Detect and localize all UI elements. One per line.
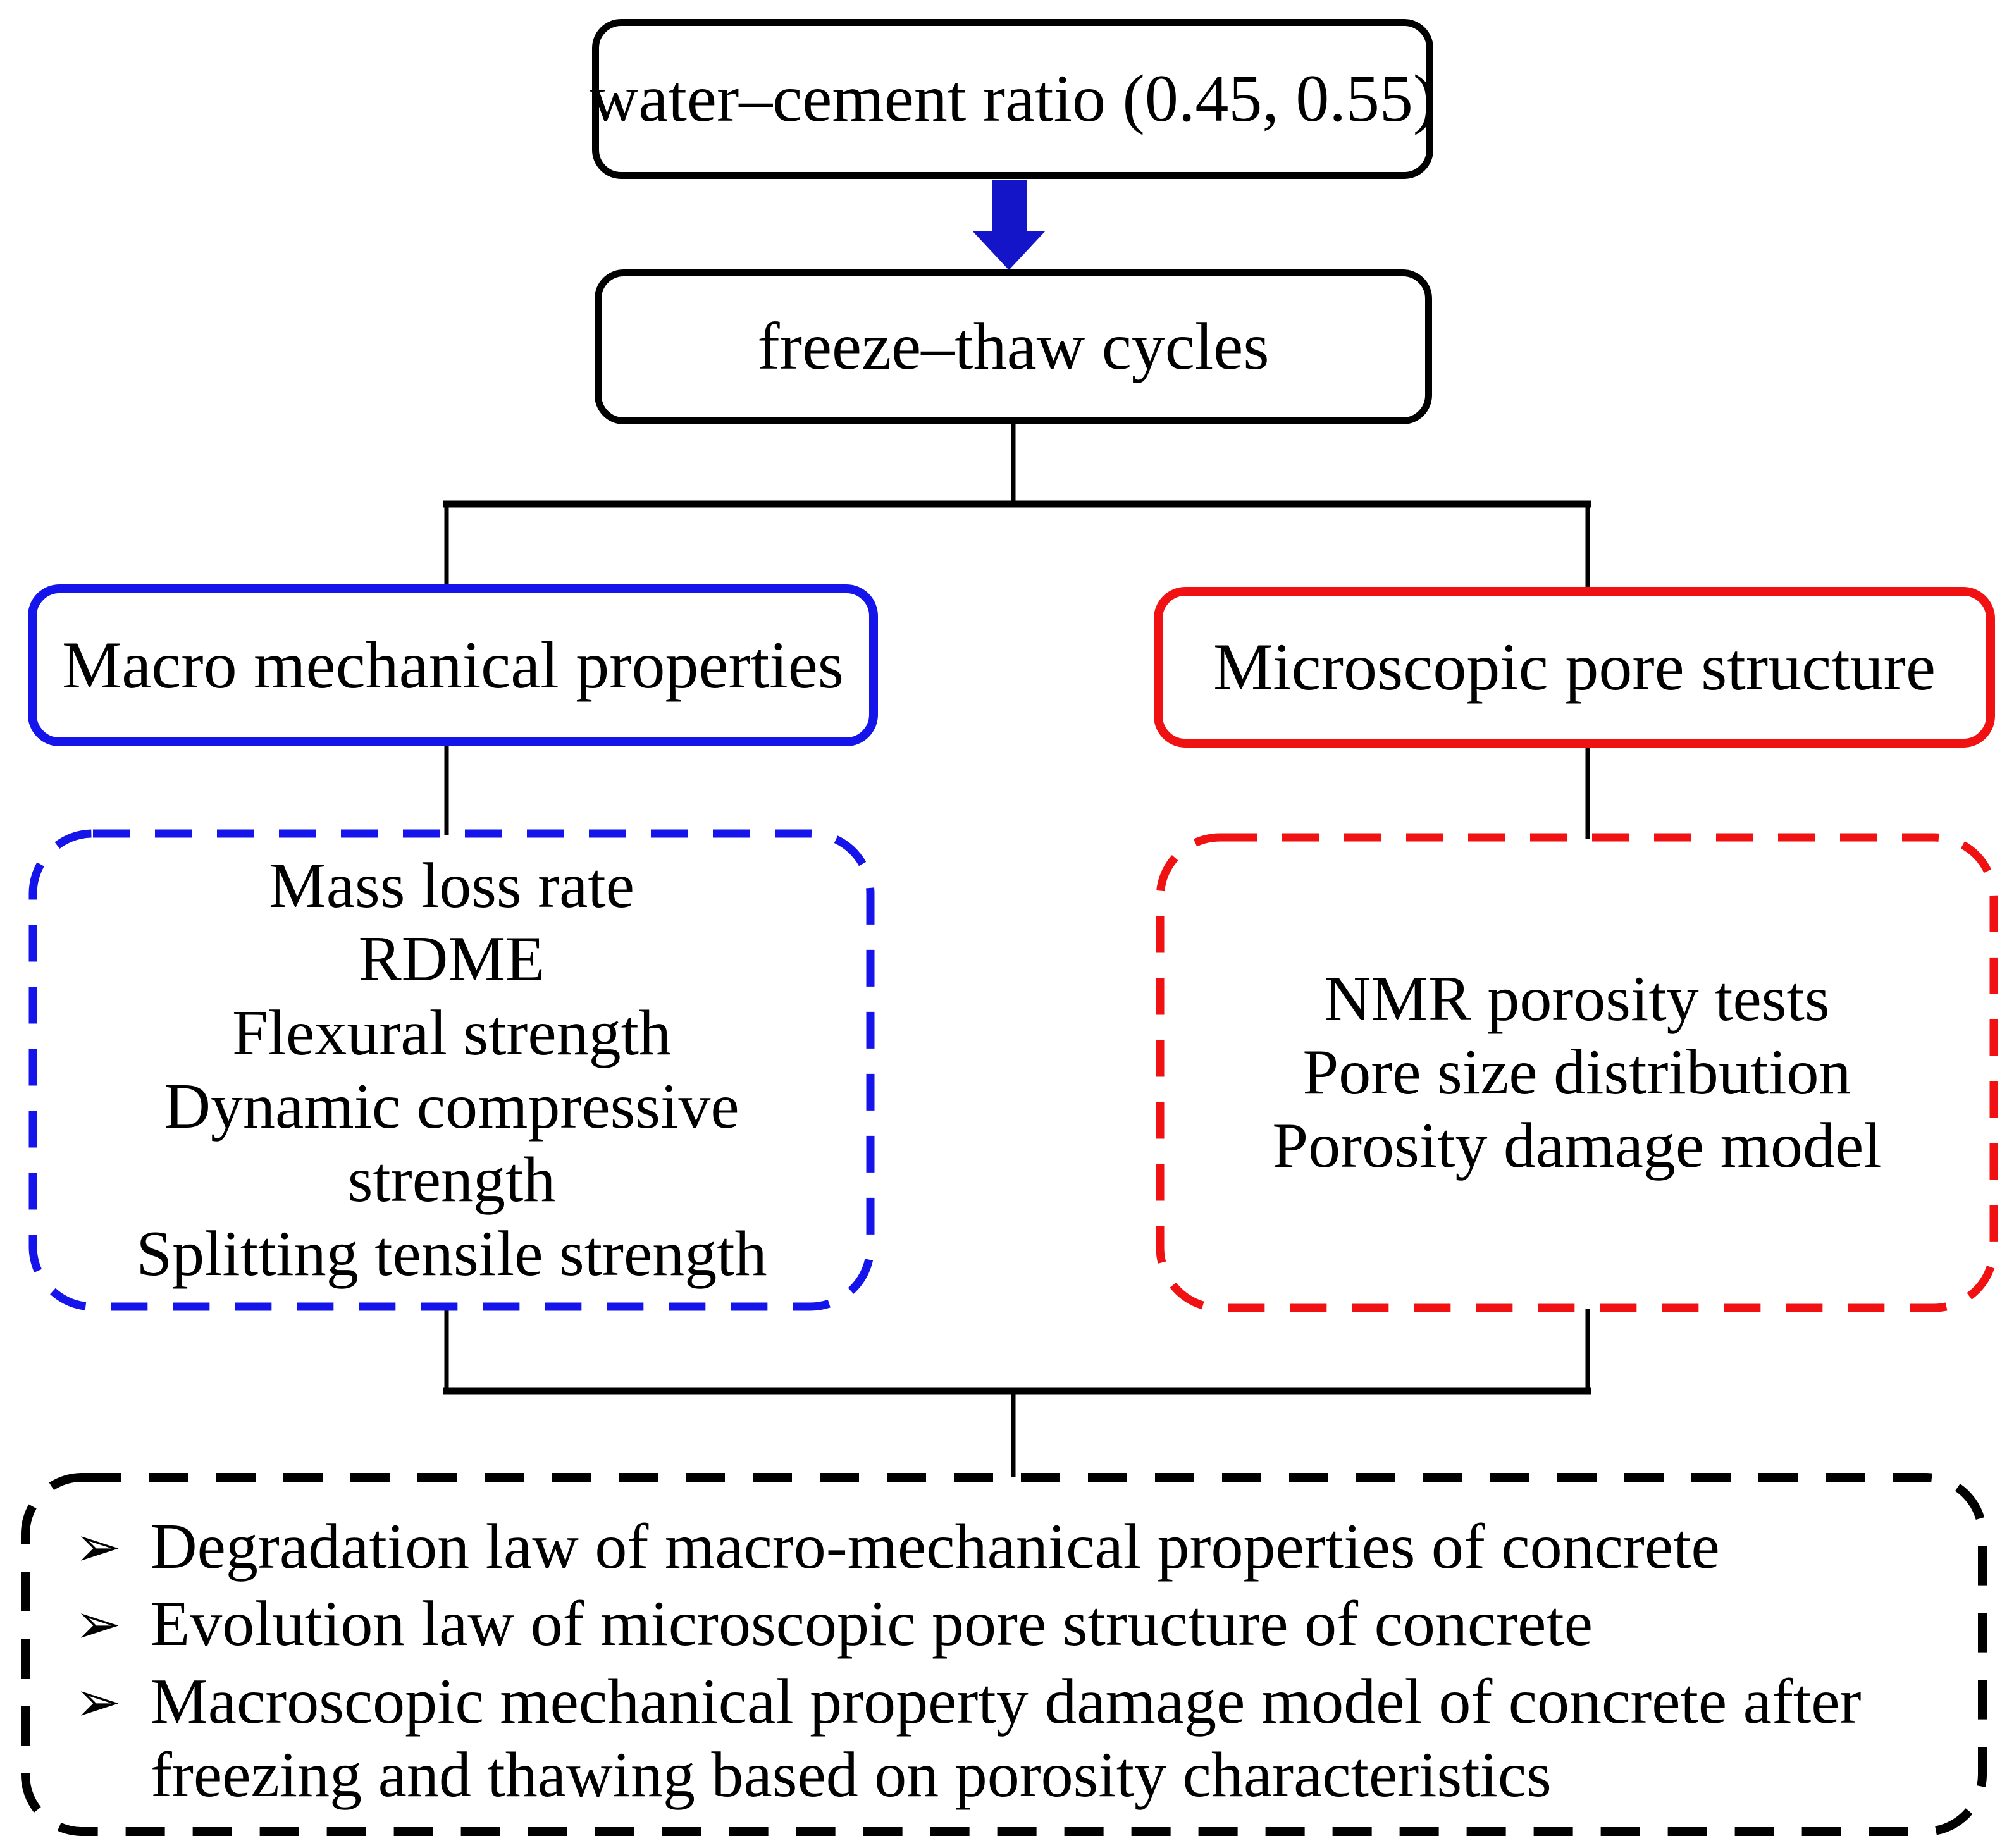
micro-tests-box: NMR porosity tests Pore size distributio… xyxy=(1160,837,1994,1308)
water-cement-ratio-label: water–cement ratio (0.45, 0.55) xyxy=(590,61,1436,136)
conclusion-text: Degradation law of macro-mechanical prop… xyxy=(151,1511,1720,1582)
conclusion-text: Evolution law of microscopic pore struct… xyxy=(151,1588,1593,1660)
arrow-bullet-icon: ➢ xyxy=(75,1668,121,1734)
arrow-bullet-icon: ➢ xyxy=(75,1514,121,1579)
micro-structure-box: Microscopic pore structure xyxy=(1154,587,1995,748)
list-item: Flexural strength xyxy=(232,997,672,1069)
down-arrow-icon xyxy=(973,180,1045,270)
conclusion-item: ➢ Degradation law of macro-mechanical pr… xyxy=(75,1510,1948,1584)
conclusion-item: ➢ Evolution law of microscopic pore stru… xyxy=(75,1587,1948,1661)
macro-tests-dashed-border xyxy=(28,829,875,1311)
conclusion-item: ➢ Macroscopic mechanical property damage… xyxy=(75,1665,1948,1813)
water-cement-ratio-box: water–cement ratio (0.45, 0.55) xyxy=(590,19,1436,179)
micro-structure-label: Microscopic pore structure xyxy=(1213,629,1936,704)
freeze-thaw-box: freeze–thaw cycles xyxy=(595,269,1432,424)
list-item: Porosity damage model xyxy=(1272,1110,1882,1182)
list-item: NMR porosity tests xyxy=(1324,963,1830,1035)
list-item: Mass loss rate xyxy=(269,850,634,922)
macro-properties-box: Macro mechanical properties xyxy=(28,584,878,746)
micro-tests-dashed-border xyxy=(1156,833,1998,1312)
freeze-thaw-label: freeze–thaw cycles xyxy=(757,309,1270,384)
list-item: RDME xyxy=(358,923,545,995)
macro-tests-box: Mass loss rate RDME Flexural strength Dy… xyxy=(33,834,870,1307)
arrow-bullet-icon: ➢ xyxy=(75,1591,121,1657)
conclusions-box: ➢ Degradation law of macro-mechanical pr… xyxy=(25,1477,1982,1832)
list-item: Dynamic compressive strength xyxy=(164,1071,739,1216)
list-item: Pore size distribution xyxy=(1302,1036,1851,1108)
list-item: Splitting tensile strength xyxy=(136,1217,767,1290)
conclusion-text: Macroscopic mechanical property damage m… xyxy=(151,1665,1862,1811)
macro-properties-label: Macro mechanical properties xyxy=(61,627,844,702)
conclusions-dashed-border xyxy=(21,1473,1987,1836)
